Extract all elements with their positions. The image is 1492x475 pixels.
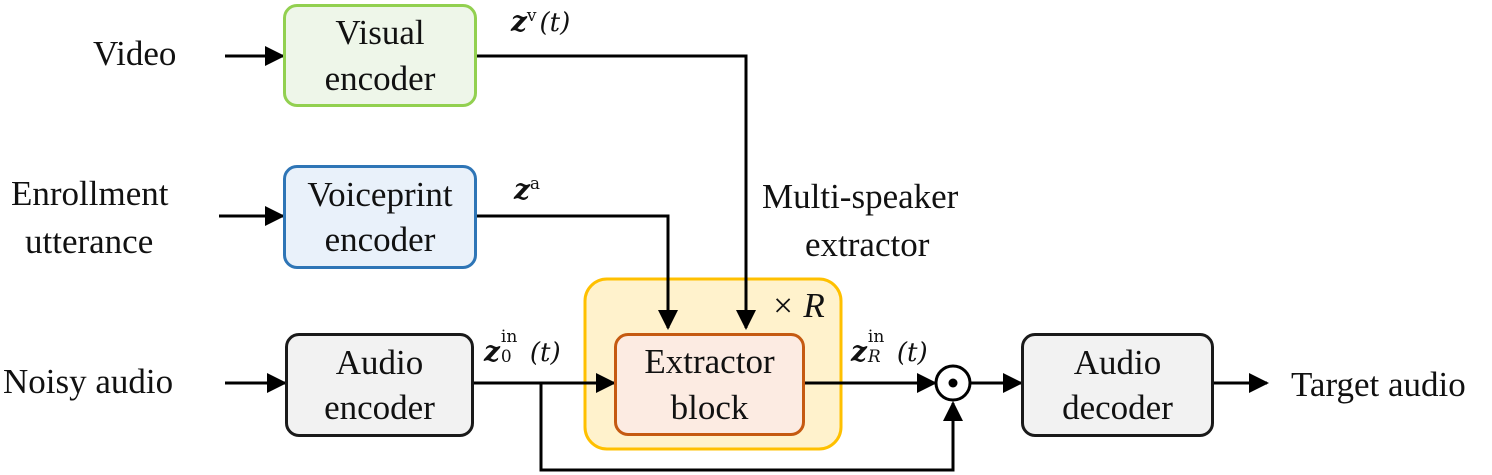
- audio-decoder-block: Audio decoder: [1021, 333, 1214, 437]
- arrow-skip-connection-to-multiply: [539, 383, 963, 472]
- arrow-voiceprint-embedding-to-extractor: [477, 214, 678, 330]
- signal-z-audio: za: [514, 173, 541, 206]
- audio-decoder-line2: decoder: [1062, 388, 1173, 427]
- signal-z-audio-base: z: [514, 173, 530, 206]
- signal-z-audio-sup: a: [529, 173, 541, 194]
- voiceprint-encoder-line2: encoder: [324, 220, 436, 259]
- voiceprint-encoder-line1: Voiceprint: [307, 174, 453, 214]
- signal-z-visual-base: z: [511, 5, 527, 38]
- visual-encoder-line2: encoder: [324, 58, 436, 98]
- visual-encoder-block: Visual encoder: [283, 4, 477, 107]
- elementwise-product-dot: [948, 378, 958, 388]
- voiceprint-encoder-block: Voiceprint encoder: [283, 165, 477, 269]
- extractor-block-line2: block: [670, 387, 749, 427]
- signal-z-visual-arg: (t): [539, 8, 571, 38]
- input-enrollment-label: Enrollment: [11, 174, 169, 213]
- arrow-visual-embedding-to-extractor: [477, 54, 756, 330]
- signal-z-in-R-sup: in: [867, 327, 885, 347]
- signal-z-visual: zv(t): [511, 5, 571, 38]
- repeat-times-label: × R: [771, 286, 825, 325]
- signal-z-in-0-sub: 0: [500, 347, 512, 367]
- signal-z-visual-sup: v: [526, 5, 537, 26]
- signal-z-in-R-arg: (t): [896, 338, 928, 368]
- output-target-audio-label: Target audio: [1291, 365, 1466, 404]
- signal-z-in-R-sub: R: [867, 347, 881, 367]
- input-noisy-audio-label: Noisy audio: [3, 362, 174, 401]
- multi-speaker-label: Multi-speaker: [762, 177, 959, 216]
- extractor-block-line1: Extractor: [644, 342, 775, 381]
- input-video-label: Video: [93, 34, 177, 73]
- audio-encoder-line1: Audio: [335, 342, 424, 382]
- signal-z-in-R-base: z: [851, 335, 867, 368]
- extractor-block: Extractor block: [614, 333, 805, 436]
- signal-z-in-0-base: z: [484, 335, 500, 368]
- signal-z-in-0-sup: in: [500, 327, 518, 347]
- input-utterance-label: utterance: [25, 222, 154, 261]
- signal-z-in-0-arg: (t): [529, 338, 561, 368]
- audio-encoder-block: Audio encoder: [285, 333, 474, 437]
- audio-encoder-line2: encoder: [324, 388, 435, 427]
- extractor-label: extractor: [805, 225, 930, 264]
- visual-encoder-line1: Visual: [335, 13, 425, 52]
- audio-decoder-line1: Audio: [1073, 342, 1162, 382]
